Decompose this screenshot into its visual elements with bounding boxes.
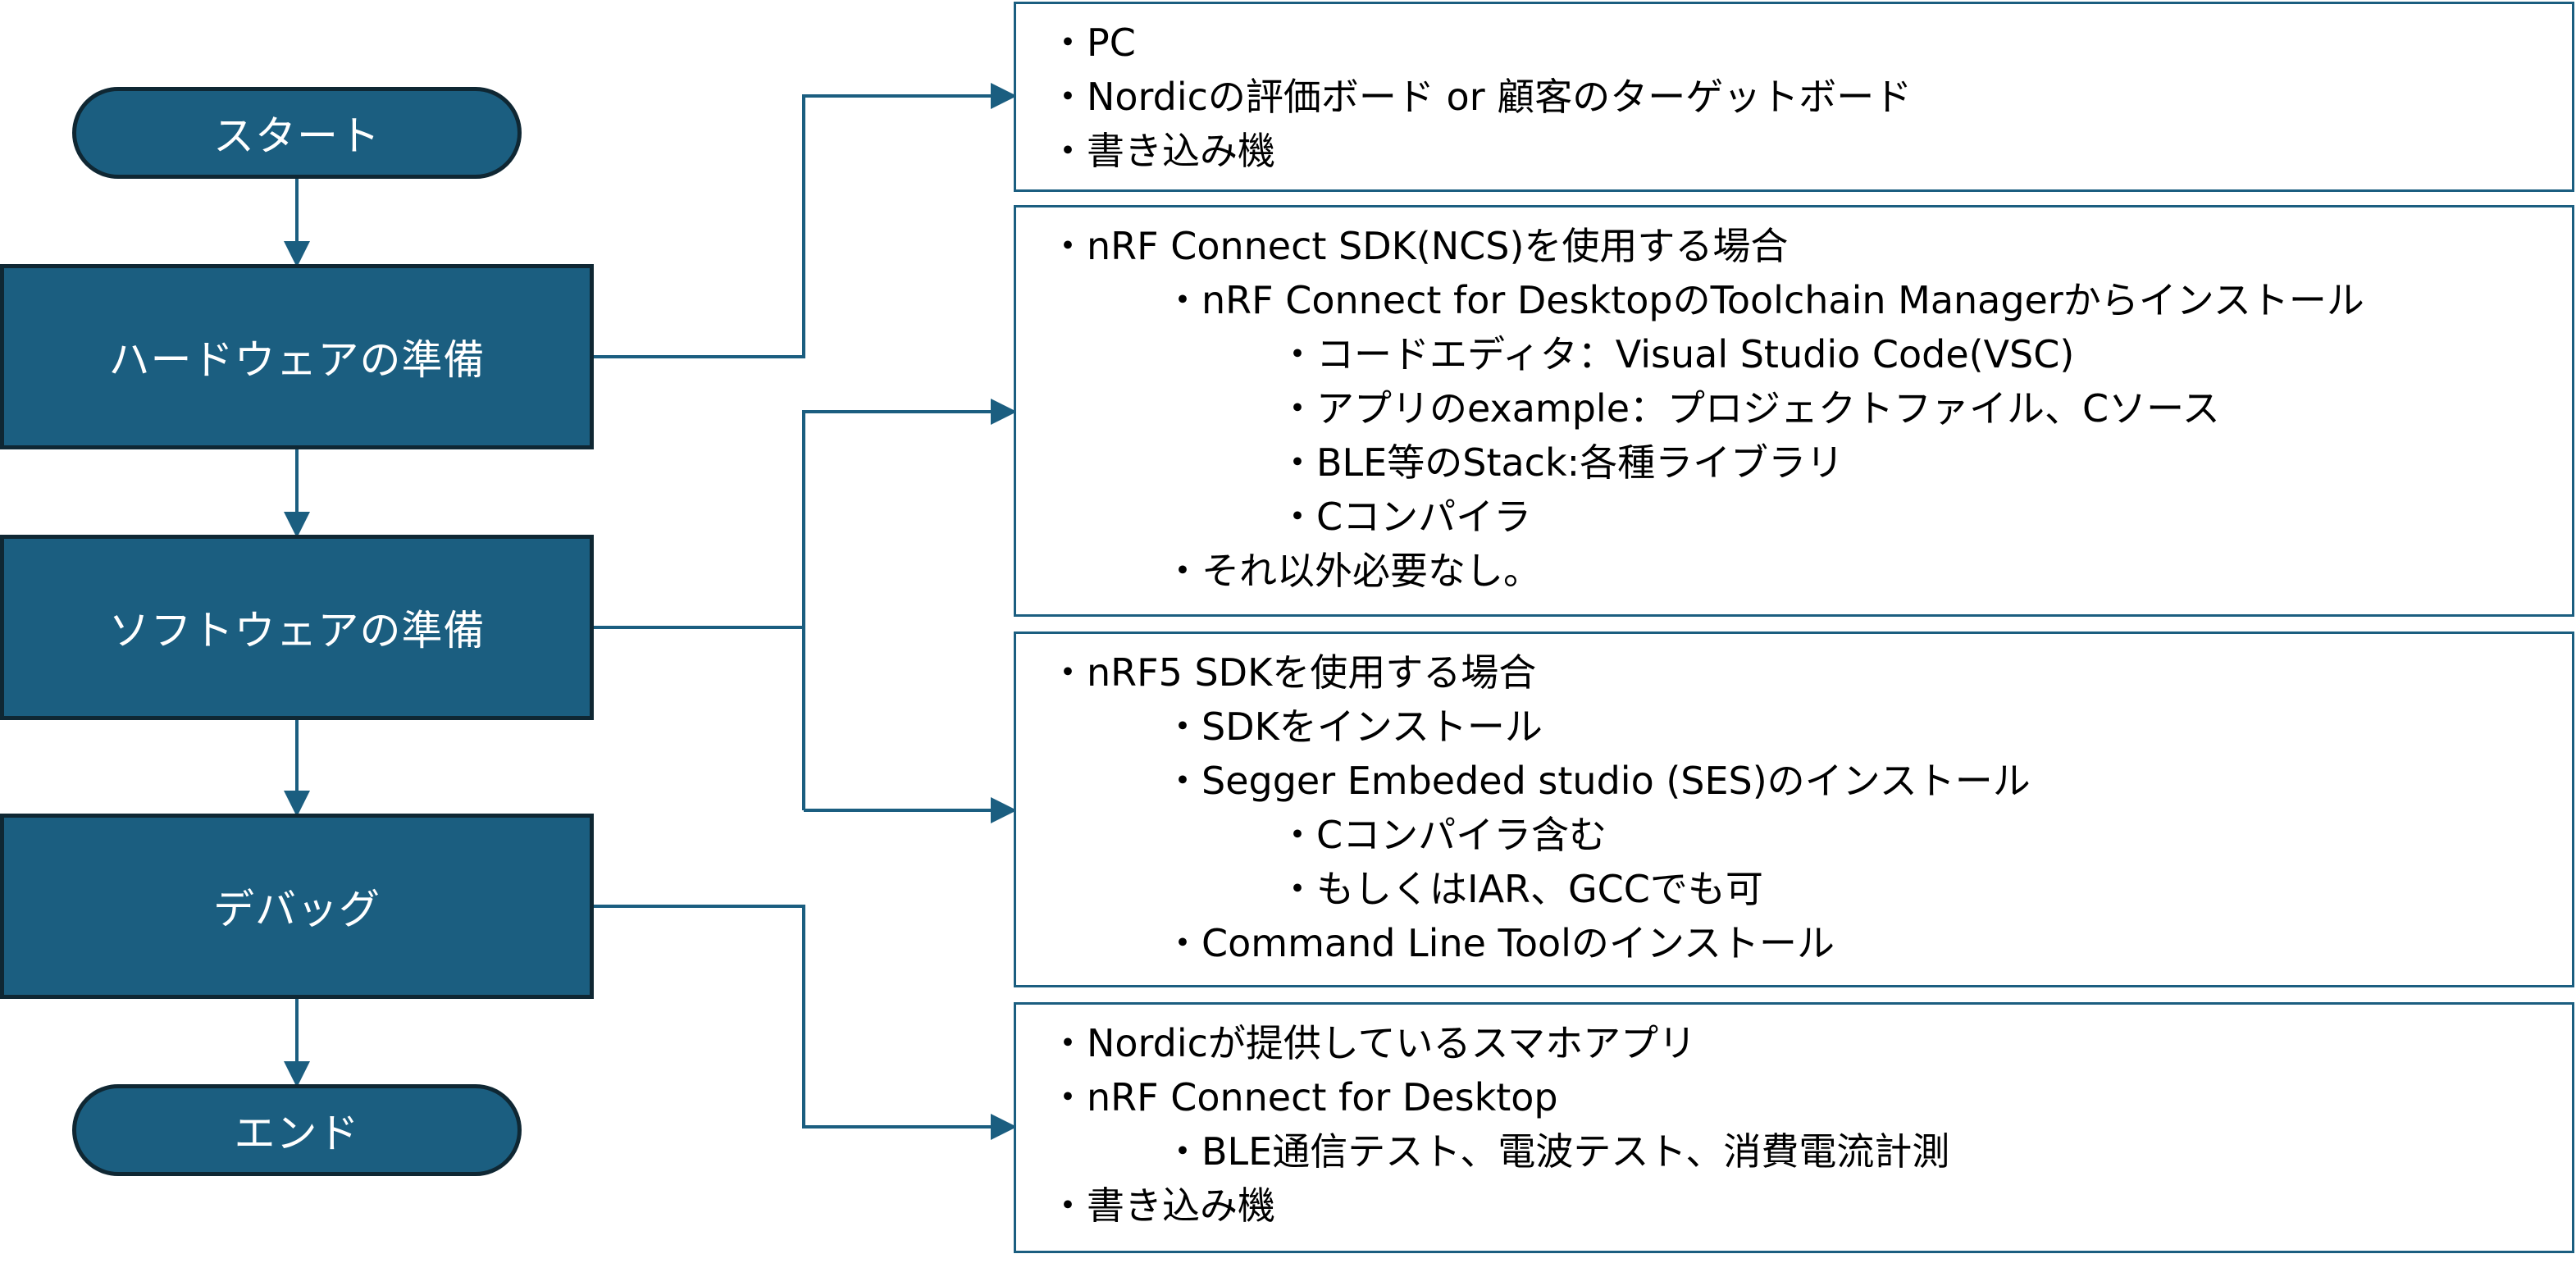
end-node: エンド [72, 1084, 522, 1176]
debug-node: デバッグ [0, 814, 594, 999]
list-item: ・Nordicが提供しているスマホアプリ [1049, 1021, 1697, 1065]
list-item: ・書き込み機 [1049, 1183, 1275, 1228]
list-item: ・もしくはIAR、GCCでも可 [1279, 867, 1763, 911]
list-item: ・コードエディタ：Visual Studio Code(VSC) [1279, 332, 2075, 376]
list-item: ・Cコンパイラ [1279, 495, 1532, 539]
start-label: スタート [213, 112, 381, 160]
list-item: ・アプリのexample：プロジェクトファイル、Cソース [1279, 386, 2220, 431]
list-item: ・BLE通信テスト、電波テスト、消費電流計測 [1164, 1129, 1950, 1174]
connector-hardware-to-hardware-box [594, 83, 1017, 358]
software-prep-node: ソフトウェアの準備 [0, 535, 594, 720]
connector-debug-to-debug-box [594, 905, 1017, 1140]
nrf5-items-box: ・nRF5 SDKを使用する場合 ・SDKをインストール ・Segger Emb… [1014, 632, 2574, 987]
list-item: ・nRF Connect for Desktop [1049, 1075, 1558, 1119]
list-item: ・Segger Embeded studio (SES)のインストール [1164, 759, 2031, 803]
list-item: ・それ以外必要なし。 [1164, 549, 1541, 593]
list-item: ・Command Line Toolのインストール [1164, 921, 1835, 965]
ncs-items-box: ・nRF Connect SDK(NCS)を使用する場合 ・nRF Connec… [1014, 205, 2574, 617]
list-item: ・nRF Connect SDK(NCS)を使用する場合 [1049, 224, 1789, 268]
start-node: スタート [72, 87, 522, 179]
software-prep-label: ソフトウェアの準備 [108, 607, 486, 654]
list-item: ・書き込み機 [1049, 129, 1275, 173]
hardware-items-box: ・PC ・Nordicの評価ボード or 顧客のターゲットボード ・書き込み機 [1014, 2, 2574, 192]
list-item: ・BLE等のStack:各種ライブラリ [1279, 440, 1844, 485]
debug-items-box: ・Nordicが提供しているスマホアプリ ・nRF Connect for De… [1014, 1002, 2574, 1253]
hardware-prep-node: ハードウェアの準備 [0, 264, 594, 449]
list-item: ・SDKをインストール [1164, 704, 1543, 749]
list-item: ・nRF Connect for DesktopのToolchain Manag… [1164, 278, 2364, 322]
connector-software-to-ncs-box [802, 399, 1017, 810]
list-item: ・PC [1049, 21, 1136, 65]
list-item: ・Nordicの評価ボード or 顧客のターゲットボード [1049, 75, 1913, 119]
list-item: ・nRF5 SDKを使用する場合 [1049, 650, 1537, 695]
end-label: エンド [234, 1110, 360, 1157]
list-item: ・Cコンパイラ含む [1279, 813, 1607, 857]
debug-label: デバッグ [213, 886, 381, 933]
hardware-prep-label: ハードウェアの準備 [108, 336, 486, 384]
